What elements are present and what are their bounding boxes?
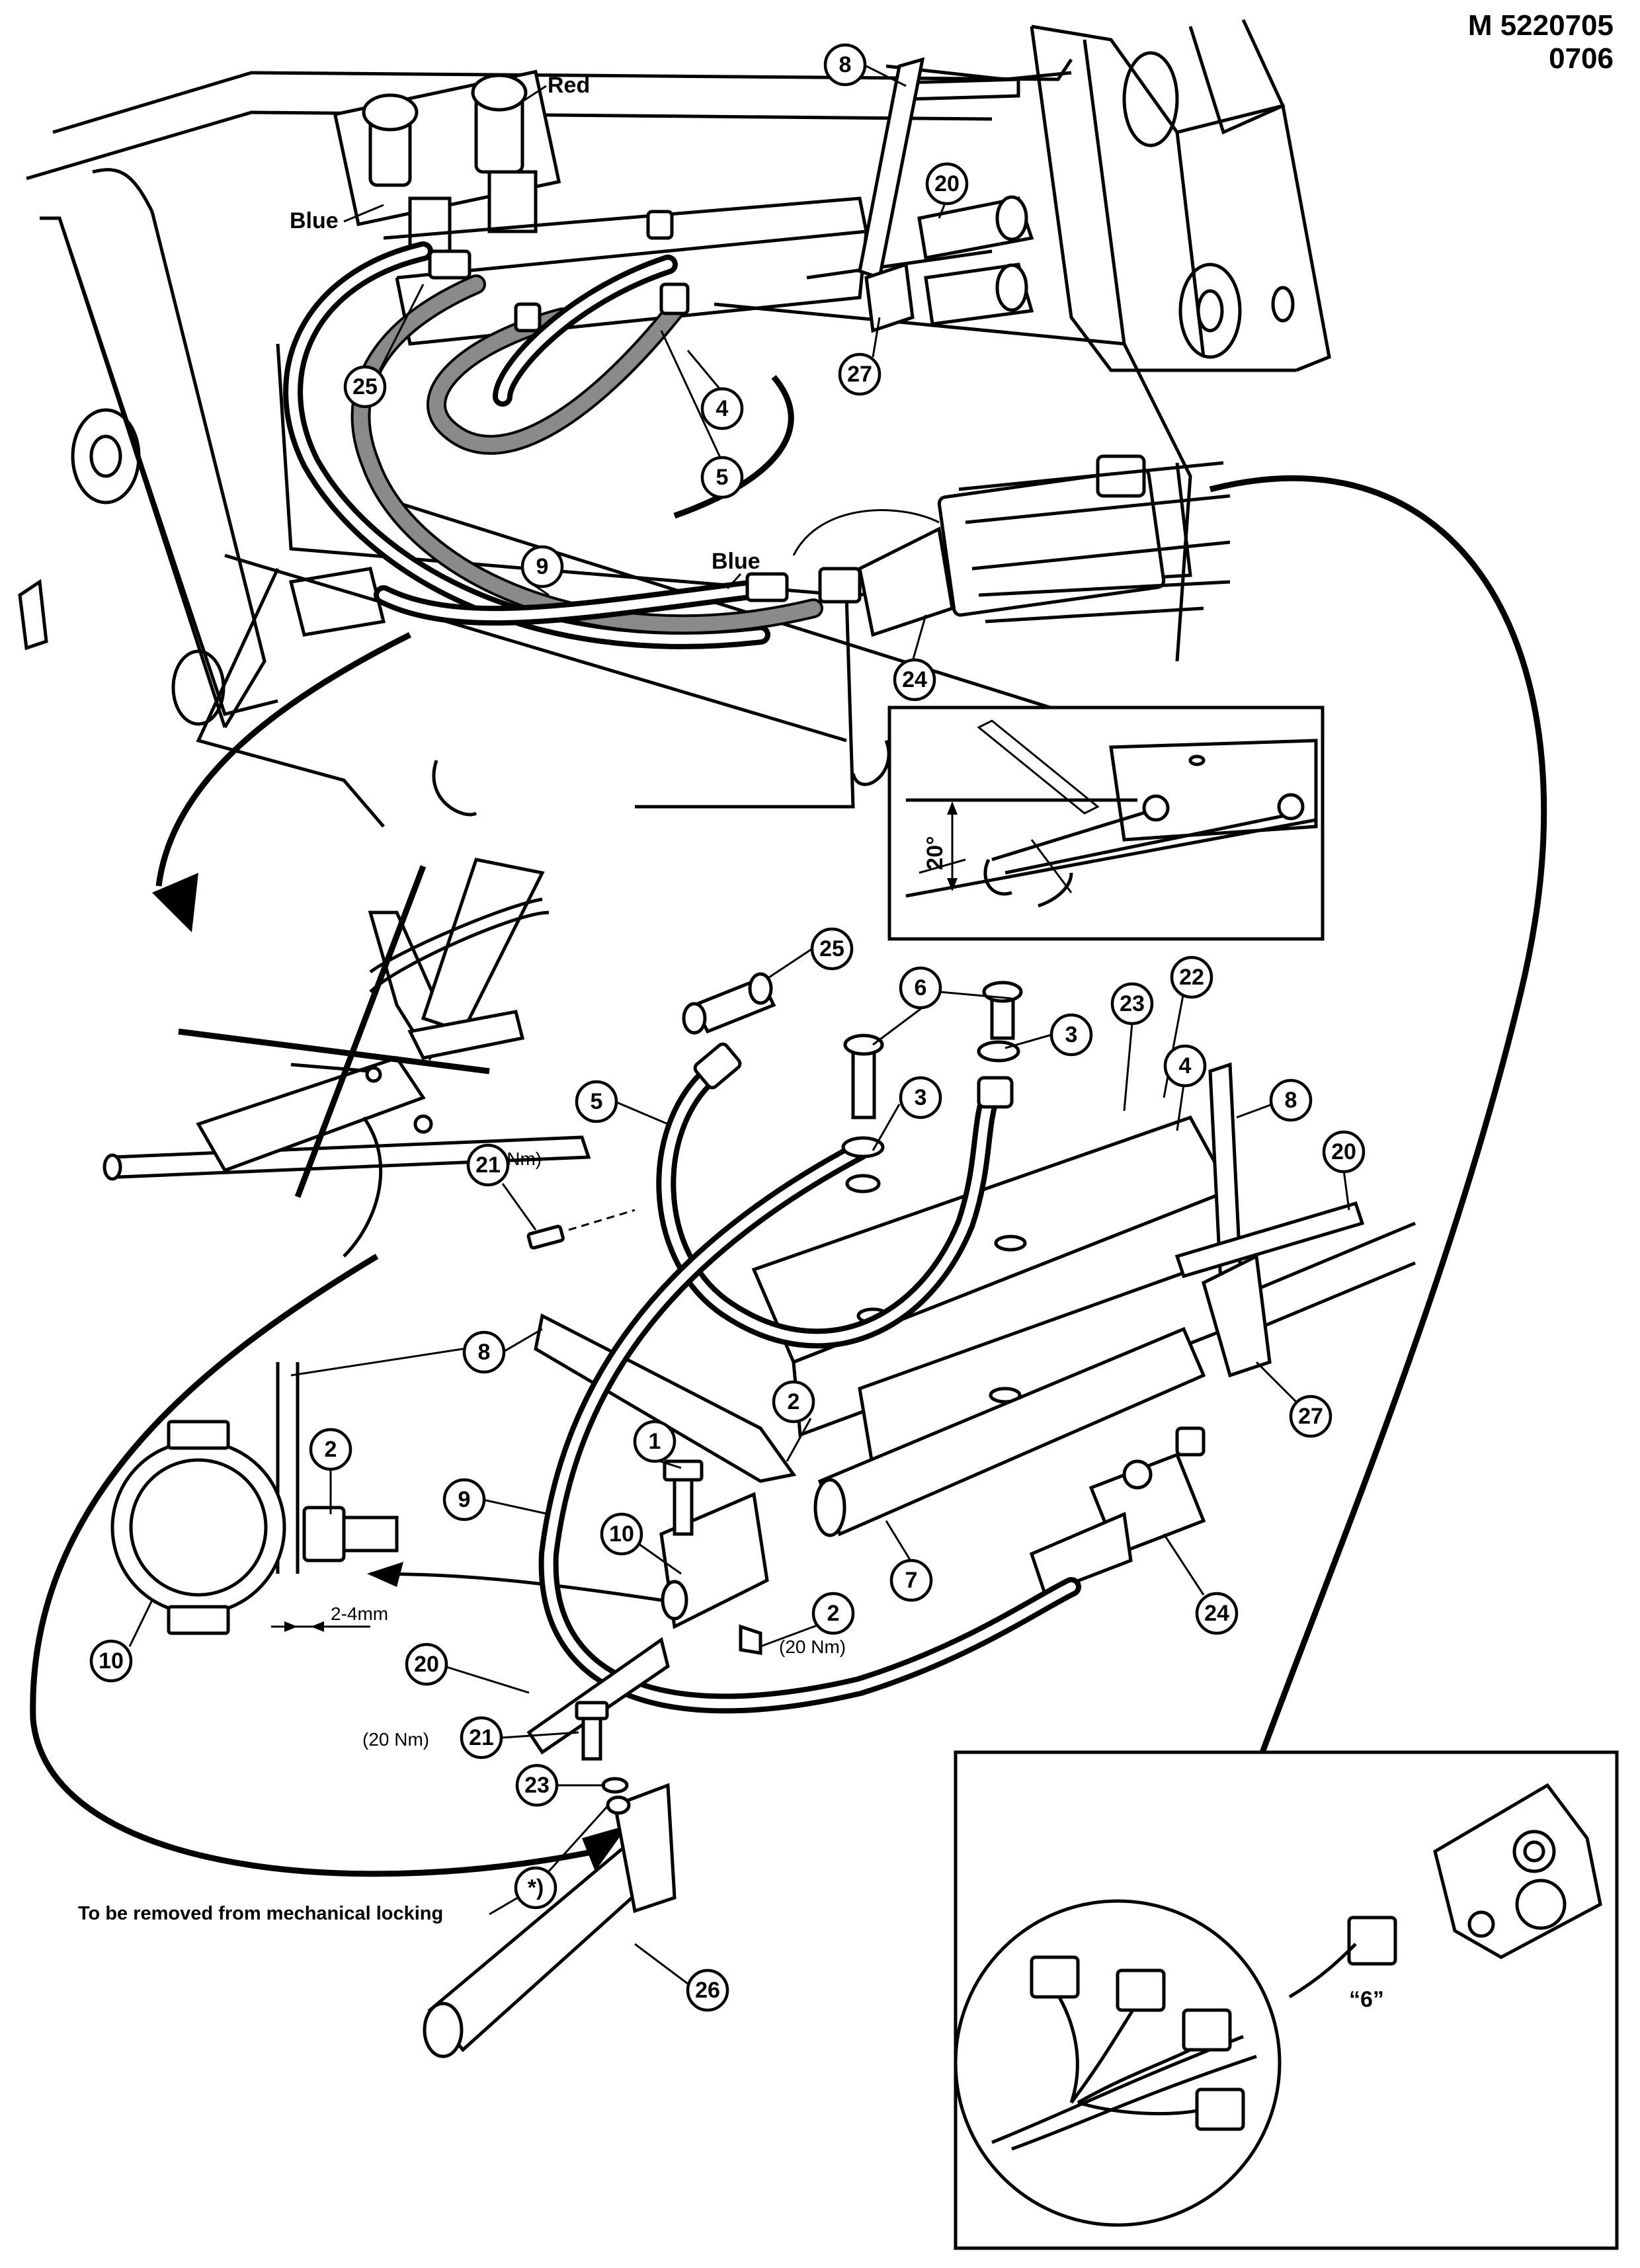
torque-label-2-lower: (20 Nm) bbox=[779, 1637, 846, 1657]
angle-label: 20° bbox=[922, 836, 948, 870]
svg-text:20: 20 bbox=[1331, 1139, 1356, 1164]
callout-2-low: 2 bbox=[760, 1592, 855, 1648]
svg-text:4: 4 bbox=[716, 396, 729, 421]
callout-10-left: 10 bbox=[89, 1600, 153, 1683]
callout-27-top: 27 bbox=[838, 317, 882, 396]
svg-text:9: 9 bbox=[458, 1487, 471, 1512]
callout-9-mid: 9 bbox=[442, 1478, 550, 1521]
angle-detail-inset: 20° bbox=[887, 706, 1325, 941]
svg-text:3: 3 bbox=[915, 1085, 927, 1110]
crossed-out-mechanical-lever bbox=[102, 858, 591, 1258]
callout-7: 7 bbox=[885, 1520, 933, 1602]
label-red: Red bbox=[548, 73, 590, 98]
svg-text:4: 4 bbox=[1179, 1053, 1192, 1078]
callout-25-mid: 25 bbox=[766, 927, 854, 980]
callout-20-low: 20 bbox=[405, 1642, 530, 1694]
document-revision: 0706 bbox=[1549, 42, 1614, 75]
svg-text:*): *) bbox=[528, 1875, 544, 1900]
callout-8-mid: 8 bbox=[1236, 1078, 1313, 1122]
removal-note: To be removed from mechanical locking bbox=[78, 1903, 443, 1924]
svg-text:20: 20 bbox=[934, 171, 960, 196]
document-code: M 5220705 0706 bbox=[1468, 9, 1614, 75]
svg-text:10: 10 bbox=[609, 1521, 634, 1547]
svg-text:25: 25 bbox=[819, 936, 844, 961]
svg-text:23: 23 bbox=[1120, 991, 1145, 1016]
callout-1: 1 bbox=[633, 1420, 682, 1469]
cross-out-icon bbox=[178, 1028, 490, 1074]
callout-3-b: 3 bbox=[1004, 1013, 1093, 1057]
svg-text:10: 10 bbox=[99, 1648, 124, 1674]
callout-2-mid: 2 bbox=[772, 1380, 815, 1462]
svg-text:20: 20 bbox=[414, 1652, 439, 1677]
svg-text:26: 26 bbox=[695, 1978, 720, 2003]
callout-asterisk: *) bbox=[514, 1804, 610, 1910]
callout-24-top: 24 bbox=[893, 614, 936, 702]
connector-plug-icon bbox=[1030, 1955, 1080, 1999]
svg-text:24: 24 bbox=[902, 667, 927, 692]
callout-20-mid: 20 bbox=[1322, 1130, 1366, 1211]
flow-arrow-lower bbox=[30, 1254, 596, 1877]
svg-text:21: 21 bbox=[469, 1725, 494, 1750]
connector-label: “6” bbox=[1349, 1987, 1384, 2012]
svg-text:8: 8 bbox=[478, 1340, 491, 1365]
svg-text:1: 1 bbox=[649, 1429, 661, 1454]
svg-text:5: 5 bbox=[716, 465, 729, 490]
connector-detail-inset: “6” bbox=[954, 1750, 1619, 2250]
pipe-clamp-icon: 2-4mm bbox=[110, 1362, 399, 1635]
callout-4-top: 4 bbox=[686, 350, 744, 430]
exploded-assembly bbox=[423, 972, 1416, 2058]
callout-2-left: 2 bbox=[309, 1428, 352, 1514]
svg-text:24: 24 bbox=[1204, 1601, 1229, 1626]
callout-21-mid: 21 bbox=[466, 1143, 537, 1231]
svg-text:3: 3 bbox=[1065, 1022, 1078, 1047]
torque-label-21-lower: (20 Nm) bbox=[362, 1729, 429, 1750]
svg-text:27: 27 bbox=[1298, 1404, 1323, 1429]
callout-20-top: 20 bbox=[925, 162, 969, 219]
callout-24-low: 24 bbox=[1163, 1533, 1239, 1635]
callout-6: 6 bbox=[872, 966, 1012, 1046]
svg-text:2: 2 bbox=[325, 1437, 337, 1462]
callout-23-low: 23 bbox=[515, 1763, 605, 1807]
svg-text:9: 9 bbox=[536, 554, 549, 579]
svg-text:2: 2 bbox=[827, 1601, 840, 1626]
svg-text:2: 2 bbox=[788, 1389, 800, 1414]
svg-text:5: 5 bbox=[591, 1089, 603, 1114]
svg-text:8: 8 bbox=[1285, 1088, 1297, 1113]
svg-text:21: 21 bbox=[475, 1153, 501, 1178]
callout-22: 22 bbox=[1163, 955, 1213, 1098]
svg-text:7: 7 bbox=[905, 1568, 918, 1593]
callout-8-top: 8 bbox=[823, 43, 907, 87]
callout-10-mid: 10 bbox=[600, 1512, 682, 1575]
label-blue-top: Blue bbox=[290, 208, 339, 233]
callout-5-mid: 5 bbox=[575, 1080, 669, 1125]
clearance-label: 2-4mm bbox=[331, 1603, 388, 1624]
loader-frame bbox=[18, 19, 1547, 1851]
callout-23-mid: 23 bbox=[1110, 982, 1154, 1112]
svg-text:25: 25 bbox=[352, 374, 378, 399]
svg-text:27: 27 bbox=[847, 362, 872, 387]
svg-text:22: 22 bbox=[1179, 965, 1204, 990]
label-blue-middle: Blue bbox=[712, 549, 760, 574]
callout-4-mid: 4 bbox=[1163, 1044, 1207, 1131]
svg-text:6: 6 bbox=[915, 975, 927, 1000]
svg-text:8: 8 bbox=[839, 52, 852, 77]
callout-21-low: 21 bbox=[460, 1716, 579, 1760]
callout-3-a: 3 bbox=[872, 1076, 942, 1151]
callout-9-top: 9 bbox=[520, 545, 564, 596]
svg-text:23: 23 bbox=[524, 1773, 550, 1798]
document-number: M 5220705 bbox=[1467, 9, 1614, 42]
callout-8-left: 8 bbox=[290, 1328, 543, 1377]
callout-25-top: 25 bbox=[343, 284, 425, 409]
callout-26: 26 bbox=[634, 1943, 729, 2012]
callout-27-mid: 27 bbox=[1255, 1361, 1332, 1438]
callouts: 8 20 27 25 4 5 9 24 25 6 3 3 23 22 4 8 2… bbox=[89, 43, 1366, 2012]
callout-5-top: 5 bbox=[660, 330, 744, 499]
